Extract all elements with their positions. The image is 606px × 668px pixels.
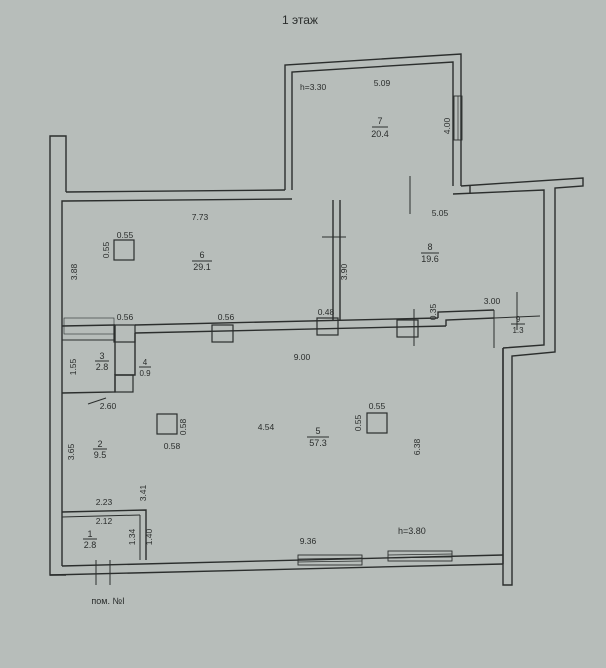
- column: [366, 412, 388, 434]
- dimension-label: 3.90: [339, 263, 349, 280]
- dimension-label: 1.40: [144, 528, 154, 545]
- svg-text:9: 9: [516, 315, 521, 324]
- room-9-label: 9 1.3: [511, 315, 525, 335]
- columns: [113, 239, 419, 435]
- floor-title: 1 этаж: [282, 13, 318, 27]
- column: [211, 324, 234, 343]
- dimension-label: 4.54: [258, 422, 275, 432]
- dimension-label: 0.55: [353, 414, 363, 431]
- dimension-label: 2.23: [96, 497, 113, 507]
- svg-text:19.6: 19.6: [421, 254, 439, 264]
- dimension-label: 3.41: [138, 484, 148, 501]
- dimension-labels: 5.09 4.00 7.73 5.05 0.55 0.55 3.88 3.90 …: [66, 78, 501, 546]
- dimension-label: 9.00: [294, 352, 311, 362]
- dimension-label: 9.36: [300, 536, 317, 546]
- room-reference: пом. №I: [91, 596, 124, 606]
- svg-text:1: 1: [87, 529, 92, 539]
- dimension-label: 0.58: [178, 418, 188, 435]
- dimension-label: 0.55: [101, 241, 111, 258]
- dimension-label: 1.34: [127, 528, 137, 545]
- svg-text:0.9: 0.9: [139, 369, 151, 378]
- dimension-label: 7.73: [192, 212, 209, 222]
- dimension-label: 1.55: [68, 358, 78, 375]
- svg-text:5: 5: [315, 426, 320, 436]
- exterior-walls: [49, 53, 584, 586]
- room-2-label: 2 9.5: [93, 439, 107, 460]
- svg-text:29.1: 29.1: [193, 262, 211, 272]
- room-8-label: 8 19.6: [421, 242, 439, 264]
- dimension-label: 0.48: [318, 307, 335, 317]
- svg-text:7: 7: [377, 116, 382, 126]
- dimension-label: 0.55: [369, 401, 386, 411]
- dimension-label: 0.56: [117, 312, 134, 322]
- height-room-7: h=3.30: [300, 82, 327, 92]
- windows: [63, 95, 463, 566]
- svg-text:4: 4: [143, 358, 148, 367]
- room-labels: 7 20.4 6 29.1 8 19.6 9 1.3 3 2.8 4 0.9: [83, 116, 525, 550]
- room-7-label: 7 20.4: [371, 116, 389, 139]
- interior-walls: [61, 200, 541, 585]
- dimension-label: 2.60: [100, 401, 117, 411]
- dimension-label: 4.00: [442, 117, 452, 134]
- dimension-label: 2.12: [96, 516, 113, 526]
- svg-text:57.3: 57.3: [309, 438, 327, 448]
- dimension-label: 3.88: [69, 263, 79, 280]
- dimension-label: 5.05: [432, 208, 449, 218]
- svg-text:8: 8: [427, 242, 432, 252]
- column: [113, 324, 136, 343]
- svg-text:9.5: 9.5: [94, 450, 107, 460]
- svg-text:2: 2: [97, 439, 102, 449]
- dimension-label: 5.09: [374, 78, 391, 88]
- dimension-label: 6.38: [412, 438, 422, 455]
- svg-text:2.8: 2.8: [84, 540, 97, 550]
- room-4-label: 4 0.9: [139, 358, 151, 378]
- svg-text:20.4: 20.4: [371, 129, 389, 139]
- svg-text:6: 6: [199, 250, 204, 260]
- column: [156, 413, 178, 435]
- column: [114, 374, 134, 393]
- dimension-label: 0.58: [164, 441, 181, 451]
- dimension-label: 3.00: [484, 296, 501, 306]
- dimension-label: 0.35: [428, 303, 438, 320]
- svg-text:3: 3: [99, 351, 104, 361]
- column: [396, 319, 419, 338]
- dimension-label: 0.56: [218, 312, 235, 322]
- column: [316, 317, 339, 336]
- dimension-label: 3.65: [66, 443, 76, 460]
- svg-text:2.8: 2.8: [96, 362, 109, 372]
- height-room-5: h=3.80: [398, 526, 426, 536]
- svg-text:1.3: 1.3: [512, 326, 524, 335]
- room-5-label: 5 57.3: [307, 426, 329, 448]
- room-1-label: 1 2.8: [83, 529, 97, 550]
- room-3-label: 3 2.8: [95, 351, 109, 372]
- column: [113, 239, 135, 261]
- room-6-label: 6 29.1: [192, 250, 212, 272]
- dimension-label: 0.55: [117, 230, 134, 240]
